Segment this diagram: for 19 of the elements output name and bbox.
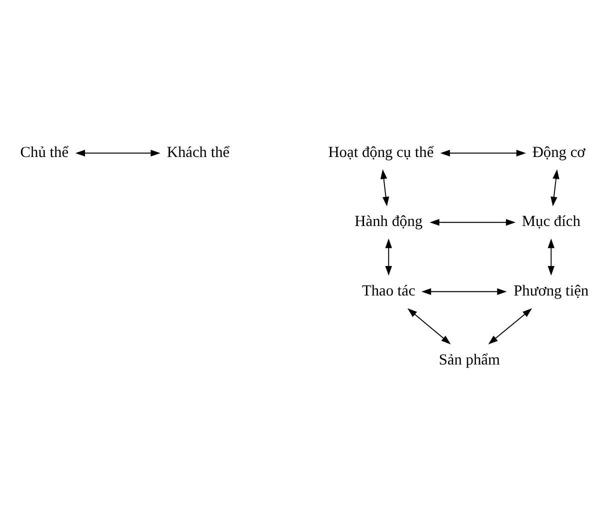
node-text: Mục đích [522, 212, 580, 230]
node-text: Thao tác [362, 282, 416, 299]
arrow [488, 308, 532, 344]
node-text: Chủ thể [20, 143, 69, 160]
arrow [550, 168, 560, 206]
arrow [440, 149, 526, 156]
node-text: Phương tiện [514, 282, 589, 299]
arrow [421, 288, 507, 294]
arrow [548, 238, 554, 276]
arrow [75, 149, 160, 156]
arrow [407, 308, 451, 344]
node-text: Khách thể [166, 143, 230, 160]
arrow [380, 168, 390, 206]
arrow [385, 238, 392, 276]
node-text: Hoạt động cụ thể [328, 143, 434, 160]
node-text: Động cơ [532, 143, 586, 160]
node-text: Sản phẩm [438, 351, 500, 368]
node-text: Hành động [354, 212, 423, 230]
arrow [430, 218, 516, 226]
